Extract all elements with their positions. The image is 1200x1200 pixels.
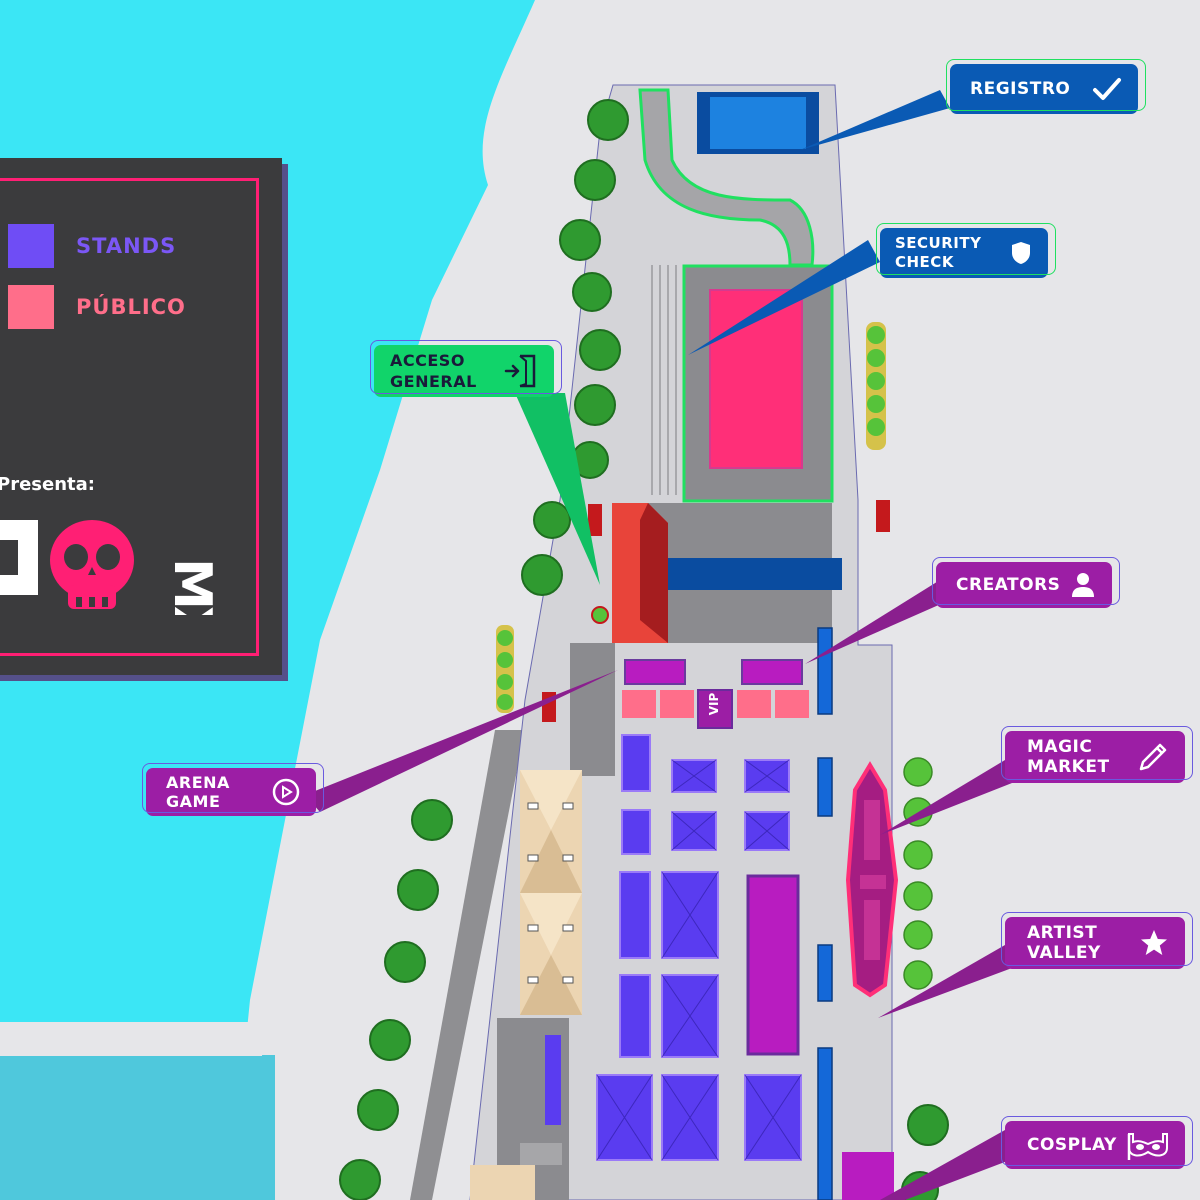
security-check-callout[interactable]: SECURITY CHECK [876,223,1056,278]
star-icon [1141,930,1167,955]
artist-valley-callout[interactable]: ARTIST VALLEY [1001,912,1193,969]
acceso-general-label: ACCESO GENERAL [390,351,477,391]
acceso-general-callout[interactable]: ACCESO GENERAL [370,340,562,397]
stands [545,734,802,1161]
callout-pointers [305,90,1012,1200]
gray-lot [570,643,615,776]
creators-stage-left [624,659,686,685]
vip-label: VIP [707,693,721,716]
publico-area [709,289,803,469]
artist-valley-label: ARTIST VALLEY [1027,923,1101,963]
stands-swatch [8,224,54,268]
legend-item-stands: STANDS [8,224,176,268]
door-enter-icon [504,354,536,388]
creators-callout[interactable]: CREATORS [932,557,1120,608]
publico-label: PÚBLICO [76,295,186,319]
publico-swatch [8,285,54,329]
registro-callout[interactable]: REGISTRO [946,59,1146,114]
trees [339,99,949,1200]
logo-letter-shape [0,520,38,595]
cosplay-callout[interactable]: COSPLAY [1001,1116,1193,1169]
magenta-stage [746,874,800,1056]
stands-label: STANDS [76,234,177,258]
legend-item-publico: PÚBLICO [8,285,186,329]
blue-bar [668,558,842,590]
registro-label: REGISTRO [970,79,1071,99]
play-icon [272,778,300,806]
shield-icon [1012,242,1030,264]
magic-market-label: MAGIC MARKET [1027,737,1110,777]
pencil-icon [1139,743,1167,771]
arena-game-callout[interactable]: ARENA GAME [142,763,324,816]
presenta-label: Presenta: [0,474,95,495]
security-check-label: SECURITY CHECK [895,234,982,271]
creators-stage-right [741,659,803,685]
skull-icon [50,520,134,609]
arena-game-label: ARENA GAME [166,773,230,811]
publico-seats [622,690,809,718]
user-icon [1072,573,1094,597]
creators-label: CREATORS [956,575,1061,595]
check-icon [1093,78,1121,100]
cosplay-label: COSPLAY [1027,1135,1117,1155]
walkway [410,730,525,1200]
logo-mx: MX [162,558,222,615]
water-lower [0,1055,275,1200]
beige-buildings [470,770,582,1200]
event-logo: MX [0,520,222,615]
magic-market-callout[interactable]: MAGIC MARKET [1001,726,1193,783]
vip-box [697,689,733,729]
mask-icon [1127,1133,1168,1160]
